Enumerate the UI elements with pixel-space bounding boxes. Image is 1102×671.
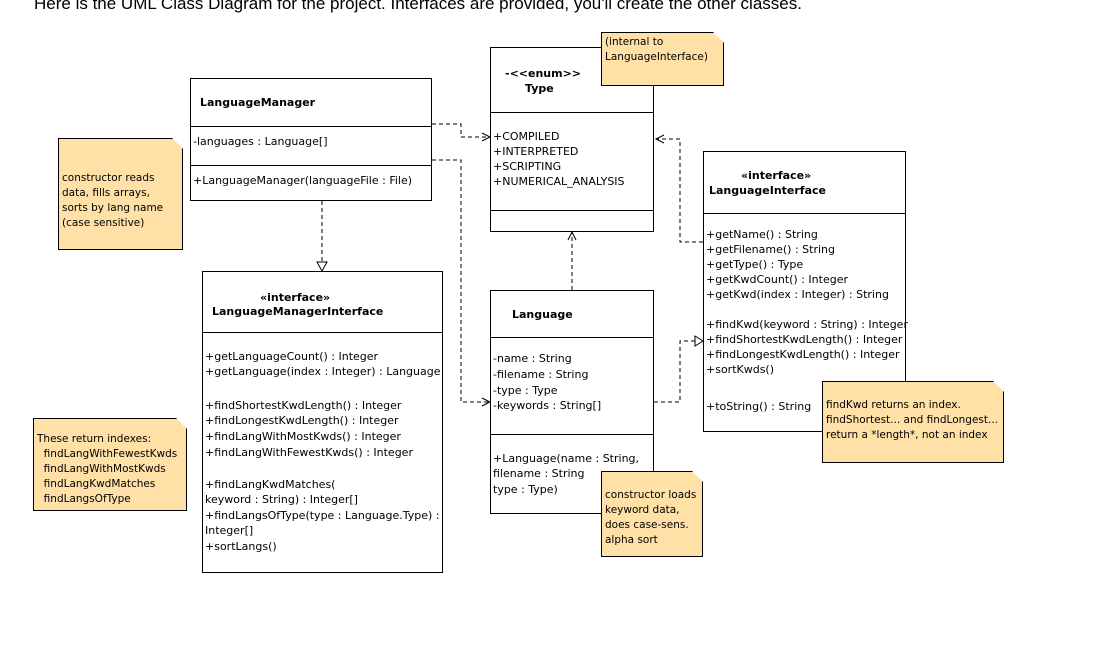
class-name: LanguageInterface — [709, 184, 826, 197]
note-line: alpha sort — [605, 534, 658, 546]
operation: +findLangWithFewestKwds() : Integer — [205, 446, 413, 459]
note-line: findLangKwdMatches — [37, 478, 156, 490]
operation: +getFilename() : String — [706, 243, 835, 256]
note-line: return a *length*, not an index — [826, 429, 988, 441]
note-line: sorts by lang name — [62, 202, 164, 214]
attribute: -keywords : String[] — [493, 399, 602, 412]
interface-language-manager-interface: «interface» LanguageManagerInterface +ge… — [202, 271, 443, 573]
note-line: keyword data, — [605, 504, 680, 516]
operation: +getLanguage(index : Integer) : Language — [205, 365, 441, 378]
note-line: These return indexes: — [37, 433, 152, 445]
class-name: LanguageManager — [200, 96, 316, 109]
interface-stereotype: «interface» — [260, 291, 331, 304]
note-line: constructor reads — [62, 172, 155, 184]
enum-literal: +COMPILED — [493, 130, 560, 143]
note-line: data, fills arrays, — [62, 187, 150, 199]
class-name: Language — [512, 308, 573, 321]
operation: +Language(name : String, — [493, 452, 640, 465]
class-language-manager: LanguageManager -languages : Language[] … — [190, 78, 432, 201]
operation: type : Type) — [493, 483, 558, 496]
note-line: (case sensitive) — [62, 217, 145, 229]
operation: +getType() : Type — [706, 258, 804, 271]
operation: +sortLangs() — [205, 540, 277, 553]
operation: +findLangWithMostKwds() : Integer — [205, 430, 401, 443]
interface-stereotype: «interface» — [741, 169, 812, 182]
attribute: -type : Type — [493, 384, 558, 397]
note-line: does case-sens. — [605, 519, 689, 531]
operation: keyword : String) : Integer[] — [205, 493, 358, 506]
attribute: -filename : String — [493, 368, 589, 381]
operation: +findLongestKwdLength() : Integer — [706, 348, 900, 361]
note-constructor-reads: constructor reads data, fills arrays, so… — [58, 138, 183, 250]
operation: +getLanguageCount() : Integer — [205, 350, 379, 363]
attribute: -languages : Language[] — [193, 135, 328, 148]
operation: +findKwd(keyword : String) : Integer — [706, 318, 908, 331]
note-enum-internal: (internal to LanguageInterface) — [601, 32, 724, 86]
enum-stereotype: -<<enum>> — [505, 67, 582, 80]
note-line: constructor loads — [605, 489, 697, 501]
operation: +findLongestKwdLength() : Integer — [205, 414, 399, 427]
operation: +sortKwds() — [706, 363, 775, 376]
operation: +toString() : String — [706, 400, 812, 413]
class-name: LanguageManagerInterface — [212, 305, 384, 318]
note-line: findLangWithMostKwds — [37, 463, 166, 475]
operation: filename : String — [493, 467, 585, 480]
note-line: (internal to — [605, 36, 664, 48]
class-name: Type — [525, 82, 554, 95]
attribute: -name : String — [493, 352, 572, 365]
enum-type: -<<enum>> Type +COMPILED +INTERPRETED +S… — [490, 47, 654, 232]
operation: +findLangKwdMatches( — [205, 478, 336, 491]
enum-literal: +INTERPRETED — [493, 145, 579, 158]
diagram-caption: Here is the UML Class Diagram for the pr… — [34, 0, 802, 13]
operation: +LanguageManager(languageFile : File) — [193, 174, 413, 187]
note-constructor-loads: constructor loads keyword data, does cas… — [601, 471, 703, 557]
operation: +findLangsOfType(type : Language.Type) : — [205, 509, 440, 522]
operation: +getKwdCount() : Integer — [706, 273, 848, 286]
note-line: findLangsOfType — [37, 493, 131, 505]
note-line: findKwd returns an index. — [826, 399, 961, 411]
operation: Integer[] — [205, 524, 254, 537]
operation: +getName() : String — [706, 228, 818, 241]
note-line: findLangWithFewestKwds — [37, 448, 178, 460]
operation: +getKwd(index : Integer) : String — [706, 288, 889, 301]
operation: +findShortestKwdLength() : Integer — [205, 399, 402, 412]
note-line: findShortest... and findLongest... — [826, 414, 999, 426]
note-line: LanguageInterface) — [605, 51, 708, 63]
operation: +findShortestKwdLength() : Integer — [706, 333, 903, 346]
enum-literal: +SCRIPTING — [493, 160, 562, 173]
note-return-indexes: These return indexes: findLangWithFewest… — [33, 418, 187, 511]
note-findkwd-returns: findKwd returns an index. findShortest..… — [822, 381, 1004, 463]
enum-literal: +NUMERICAL_ANALYSIS — [493, 175, 625, 188]
